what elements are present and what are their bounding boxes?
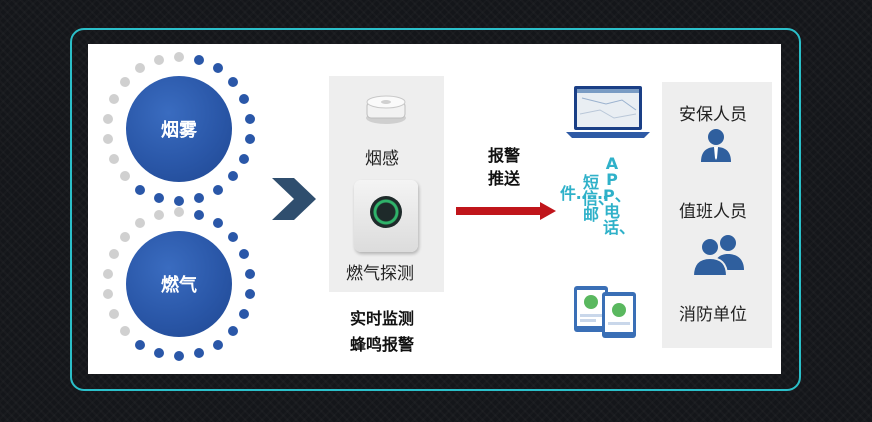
ring-dot (245, 289, 256, 300)
ring-dot (153, 209, 164, 220)
ring-dot (212, 184, 223, 195)
smoke-source-ring (101, 51, 257, 207)
ring-dot (119, 76, 130, 87)
ring-dot (174, 351, 184, 361)
outer-frame (70, 28, 801, 391)
ring-dot (108, 249, 119, 260)
ring-dot (135, 184, 146, 195)
smoke-source-label: 烟雾 (161, 120, 197, 141)
fire-department-label: 消防单位 (679, 305, 747, 325)
smoke-sensor-label: 烟感 (365, 149, 399, 169)
ring-dot (108, 153, 119, 164)
ring-dot (239, 308, 250, 319)
ring-dot (212, 339, 223, 350)
ring-dot (153, 348, 164, 359)
personnel-panel (662, 82, 772, 348)
gas-sensor-label: 燃气探测 (346, 264, 414, 284)
ring-dot (108, 308, 119, 319)
ring-dot (174, 207, 184, 217)
ring-dot (102, 289, 113, 300)
chevron-right-icon (272, 178, 316, 220)
alarm-text-line1: 报警 (488, 146, 521, 165)
ring-dot (194, 193, 205, 204)
tablet-devices-icon (574, 286, 636, 338)
ring-dot (153, 193, 164, 204)
ring-dot (135, 63, 146, 74)
monitor-caption-line2: 蜂鸣报警 (350, 335, 415, 354)
gas-detector-icon (354, 180, 418, 252)
ring-dot (119, 171, 130, 182)
smoke-source-circle: 烟雾 (126, 76, 232, 182)
gas-source-circle: 燃气 (126, 231, 232, 337)
ring-dot (239, 249, 250, 260)
ring-dot (108, 94, 119, 105)
ring-dot (194, 209, 205, 220)
ring-dot (228, 171, 239, 182)
gas-source-label: 燃气 (161, 275, 197, 296)
smoke-detector-icon (366, 95, 406, 124)
ring-dot (174, 196, 184, 206)
duty-staff-label: 值班人员 (679, 202, 747, 222)
ring-dot (239, 94, 250, 105)
monitor-caption-line1: 实时监测 (350, 309, 415, 328)
ring-dot (245, 268, 256, 279)
channel-text-col3: 件…… (560, 186, 608, 202)
ring-dot (102, 134, 113, 145)
ring-dot (245, 113, 256, 124)
ring-dot (153, 54, 164, 65)
gas-source-ring (101, 206, 257, 362)
push-arrow (456, 202, 556, 220)
channel-text-col1: APP、电话、 (603, 154, 636, 237)
ring-dot (228, 326, 239, 337)
ring-dot (135, 218, 146, 229)
ring-dot (212, 63, 223, 74)
ring-dot (228, 231, 239, 242)
group-person-icon (692, 235, 744, 276)
ring-dot (102, 268, 113, 279)
ring-dot (194, 54, 205, 65)
laptop-icon (566, 86, 650, 138)
ring-dot (135, 339, 146, 350)
security-staff-label: 安保人员 (679, 105, 747, 125)
ring-dot (194, 348, 205, 359)
ring-dot (228, 76, 239, 87)
alarm-text-line2: 推送 (488, 169, 521, 188)
ring-dot (239, 153, 250, 164)
ring-dot (119, 231, 130, 242)
ring-dot (212, 218, 223, 229)
ring-dot (102, 113, 113, 124)
ring-dot (119, 326, 130, 337)
ring-dot (245, 134, 256, 145)
single-person-icon (701, 129, 731, 162)
ring-dot (174, 52, 184, 62)
